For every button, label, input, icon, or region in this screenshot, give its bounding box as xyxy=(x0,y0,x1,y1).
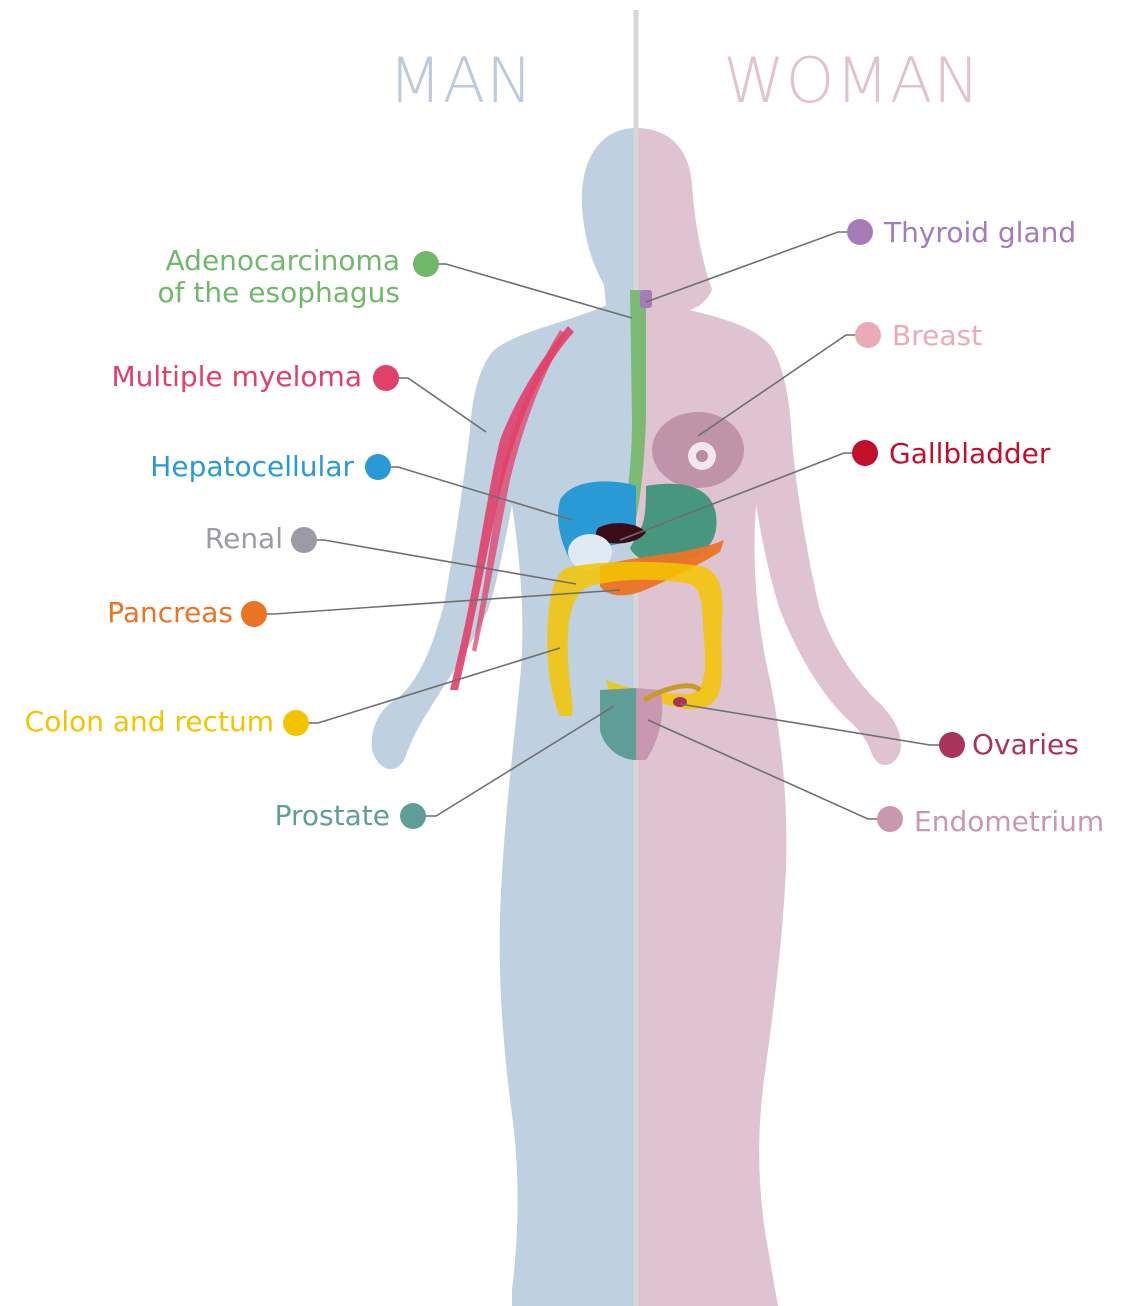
woman-title: WOMAN xyxy=(723,44,980,117)
breast-label: Breast xyxy=(892,319,982,352)
gallbladder-dot xyxy=(852,440,878,466)
gallbladder-label: Gallbladder xyxy=(889,437,1051,470)
colon-label: Colon and rectum xyxy=(25,705,274,738)
woman-body-shape xyxy=(636,128,901,1306)
breast-core-organ xyxy=(696,450,708,462)
pancreas-label: Pancreas xyxy=(107,596,233,629)
myeloma-dot xyxy=(373,365,399,391)
prostate-dot xyxy=(400,803,426,829)
myeloma-label: Multiple myeloma xyxy=(111,360,362,393)
endometrium-label: Endometrium xyxy=(914,805,1104,838)
pancreas-dot xyxy=(241,601,267,627)
adenocarcinoma-dot xyxy=(413,251,439,277)
hepatocellular-label: Hepatocellular xyxy=(150,450,354,483)
adenocarcinoma-label-line1: Adenocarcinoma xyxy=(166,244,400,277)
ovaries-dot xyxy=(939,732,965,758)
thyroid-label: Thyroid gland xyxy=(883,216,1076,249)
renal-label: Renal xyxy=(205,522,283,555)
renal-dot xyxy=(291,527,317,553)
thyroid-organ xyxy=(640,290,652,308)
woman-silhouette xyxy=(636,128,901,1306)
endometrium-dot xyxy=(877,806,903,832)
prostate-label: Prostate xyxy=(275,799,390,832)
colon-dot xyxy=(283,710,309,736)
hepatocellular-dot xyxy=(365,454,391,480)
adenocarcinoma-label-line2: of the esophagus xyxy=(158,276,400,309)
man-title: MAN xyxy=(388,44,533,117)
breast-dot xyxy=(855,322,881,348)
thyroid-dot xyxy=(847,219,873,245)
ovaries-label: Ovaries xyxy=(972,728,1079,761)
